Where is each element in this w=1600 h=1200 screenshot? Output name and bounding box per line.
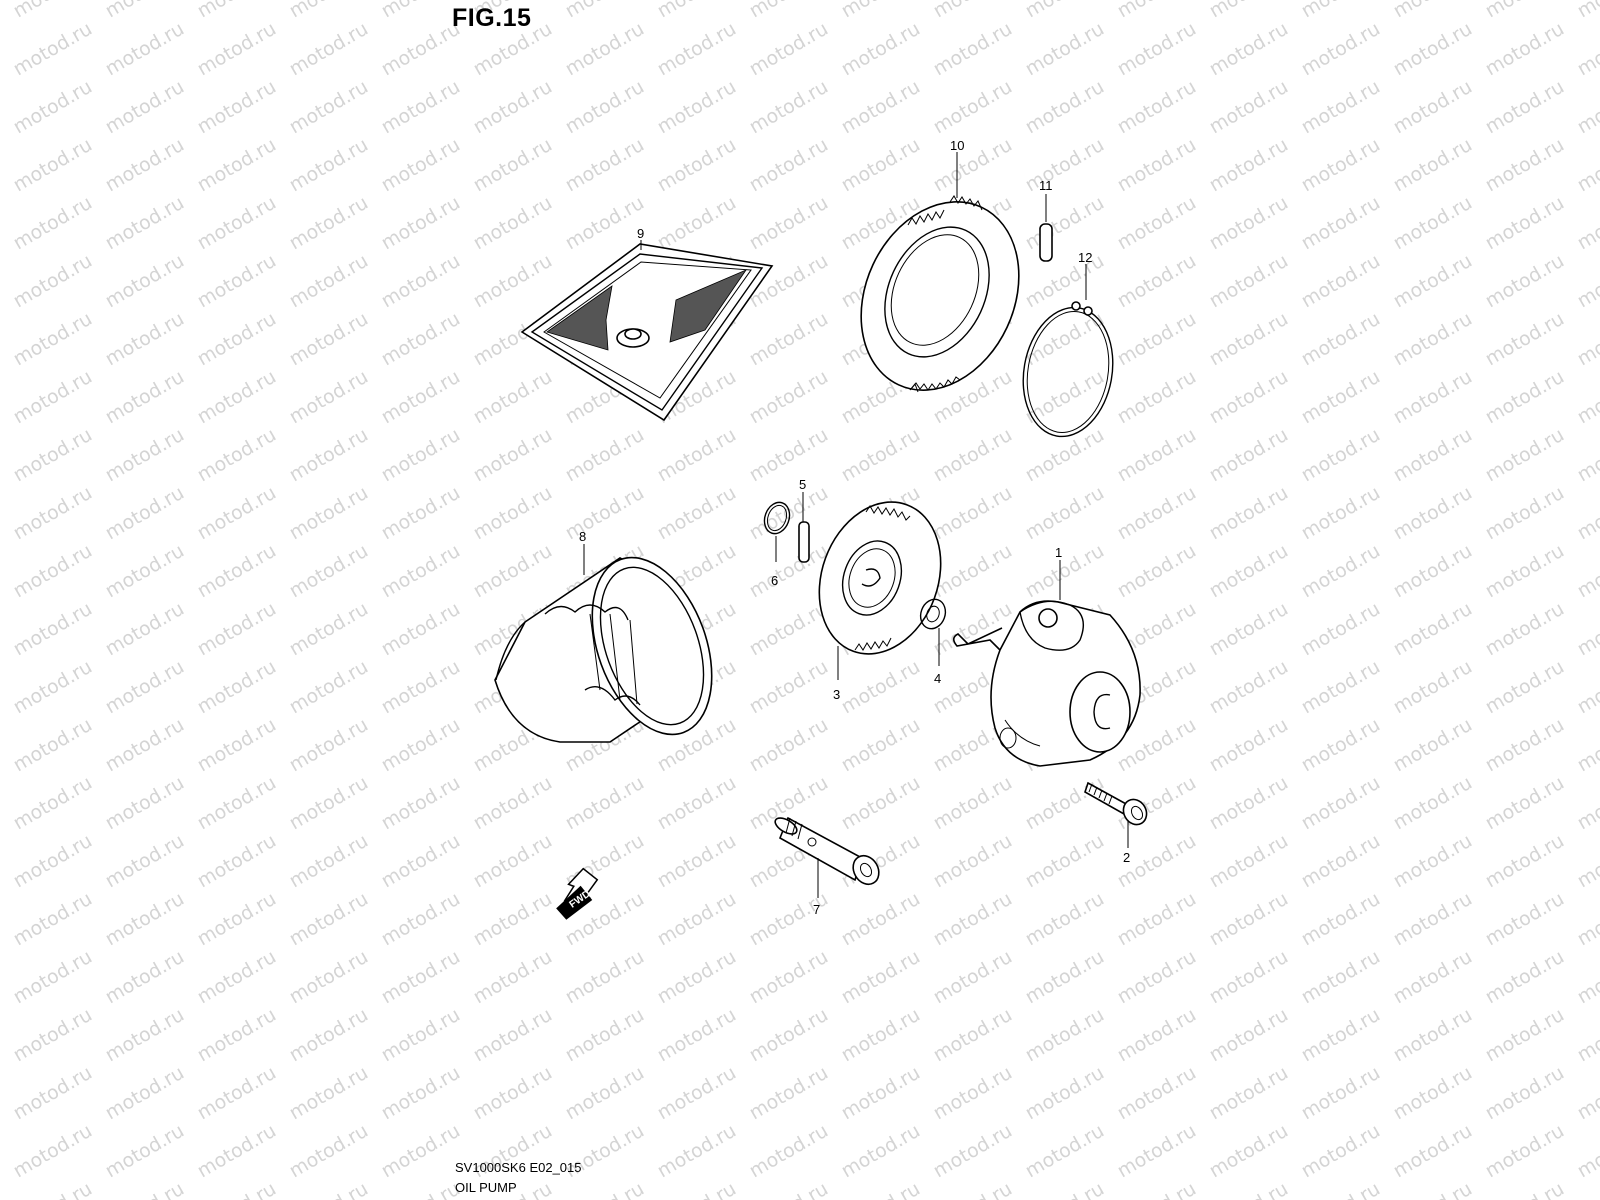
pipe-shaft — [774, 816, 880, 886]
figure-title: FIG.15 — [452, 4, 532, 32]
callout-3: 3 — [833, 687, 840, 702]
oil-pump-body — [952, 600, 1141, 767]
callout-9: 9 — [637, 226, 644, 241]
callout-7: 7 — [813, 902, 820, 917]
callout-8: 8 — [579, 529, 586, 544]
small-circlip — [763, 501, 791, 535]
callout-1: 1 — [1055, 545, 1062, 560]
drive-gear — [818, 501, 942, 655]
oil-filter — [494, 556, 713, 743]
oil-strainer — [520, 243, 774, 422]
callout-5: 5 — [799, 477, 806, 492]
callout-12: 12 — [1078, 250, 1092, 265]
callout-10: 10 — [950, 138, 964, 153]
figure-name: OIL PUMP — [455, 1180, 517, 1195]
callout-11: 11 — [1039, 178, 1053, 193]
callout-4: 4 — [934, 671, 941, 686]
figure-code: SV1000SK6 E02_015 — [455, 1160, 582, 1175]
pin-5 — [798, 521, 810, 563]
washer — [919, 598, 947, 630]
callout-6: 6 — [771, 573, 778, 588]
callout-2: 2 — [1123, 850, 1130, 865]
bolt — [1084, 781, 1148, 826]
large-circlip — [1022, 301, 1114, 438]
fwd-arrow-icon: FWD — [556, 867, 599, 920]
large-driven-gear — [860, 195, 1020, 393]
pin-11 — [1039, 223, 1053, 262]
